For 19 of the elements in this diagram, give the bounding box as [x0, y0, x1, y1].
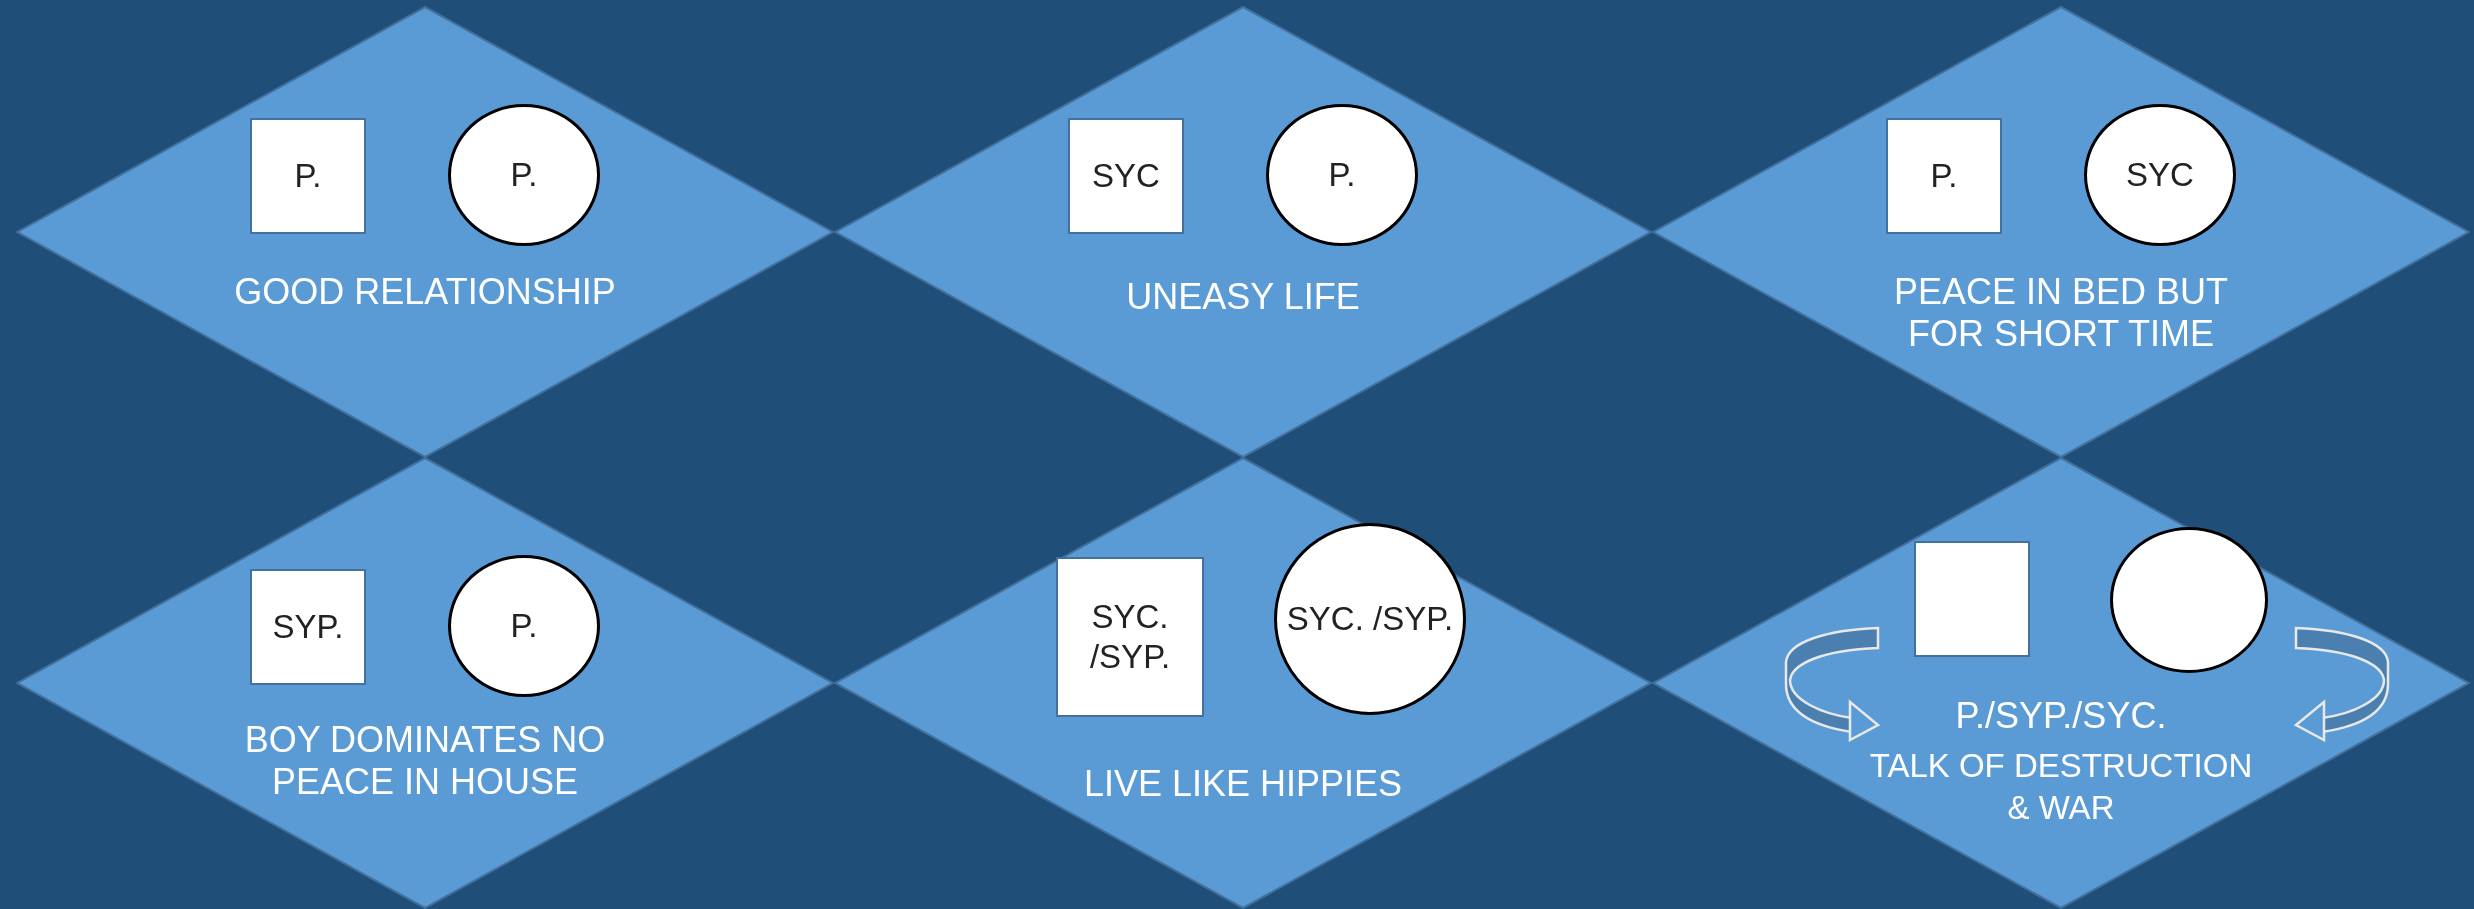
diamond-label: P./SYP./SYC.: [1954, 695, 2168, 737]
diamond-label: PEACE IN BED BUT FOR SHORT TIME: [1892, 271, 2230, 355]
diamond-label: GOOD RELATIONSHIP: [233, 271, 617, 313]
diamond-label: BOY DOMINATES NO PEACE IN HOUSE: [243, 719, 607, 803]
diamond-node: [1652, 6, 2470, 458]
square-node: SYP.: [250, 569, 366, 685]
diamond-node: [16, 457, 834, 909]
diamond-node: [16, 6, 834, 458]
square-node: P.: [1886, 118, 2002, 234]
square-node: SYC. /SYP.: [1056, 557, 1204, 717]
diamond-node: [1652, 457, 2470, 909]
diamond-subtext: TALK OF DESTRUCTION & WAR: [1868, 746, 2254, 828]
square-node: [1914, 541, 2030, 657]
diamond-label: UNEASY LIFE: [1125, 276, 1361, 318]
square-node: P.: [250, 118, 366, 234]
diamond-node: [834, 457, 1652, 909]
square-node: SYC: [1068, 118, 1184, 234]
diamond-label: LIVE LIKE HIPPIES: [1082, 763, 1404, 805]
diamond-node: [834, 6, 1652, 458]
